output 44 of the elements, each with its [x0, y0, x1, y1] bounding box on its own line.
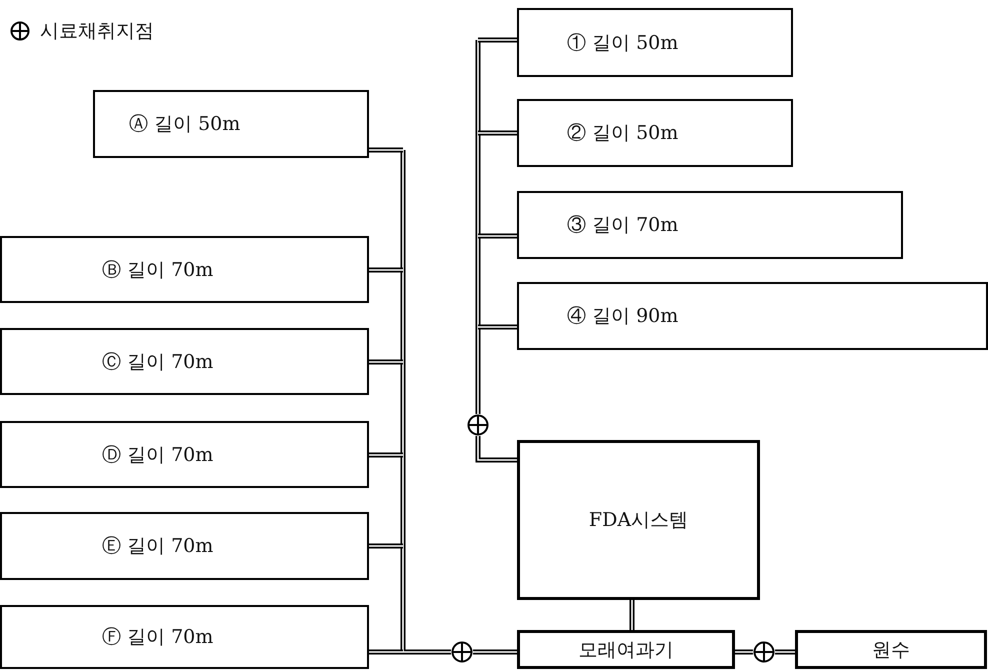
- box-label: 모래여과기: [578, 638, 674, 662]
- box-label: Ⓔ 길이 70m: [102, 534, 214, 559]
- process-box: [517, 99, 793, 167]
- pipe-line: [369, 268, 403, 272]
- box-label: Ⓐ 길이 50m: [129, 112, 240, 137]
- process-box: [517, 8, 793, 77]
- process-box: [795, 630, 987, 669]
- process-box: [517, 282, 988, 350]
- pipe-line: [369, 148, 403, 152]
- pipe-line: [476, 40, 480, 414]
- box-label: Ⓑ 길이 70m: [102, 258, 214, 282]
- pipe-line: [478, 324, 517, 330]
- box-label: Ⓕ 길이 70m: [102, 625, 214, 650]
- pipe-line: [775, 650, 795, 654]
- legend-label: 시료채취지점: [40, 19, 154, 44]
- pipe-line: [630, 600, 634, 630]
- pipe-line: [478, 234, 517, 238]
- process-box: [0, 605, 369, 669]
- process-box: [0, 236, 369, 303]
- pipe-line: [476, 436, 517, 462]
- box-label: ④ 길이 90m: [567, 304, 678, 329]
- box-label: ① 길이 50m: [567, 30, 678, 56]
- box-label: ② 길이 50m: [567, 121, 678, 146]
- pipe-line: [473, 650, 517, 654]
- pipe-line: [478, 38, 517, 42]
- box-label: ③ 길이 70m: [567, 213, 678, 238]
- pipe-line: [369, 650, 403, 654]
- process-box: [517, 440, 760, 600]
- pipe-line: [735, 650, 753, 654]
- process-box: [0, 421, 369, 488]
- process-box: [93, 90, 369, 158]
- process-box: [517, 630, 735, 669]
- box-label: Ⓓ 길이 70m: [102, 442, 214, 468]
- box-label: 원수: [872, 638, 910, 662]
- process-box: [0, 512, 369, 580]
- process-box: [517, 191, 903, 259]
- box-label: Ⓒ 길이 70m: [102, 350, 214, 374]
- pipe-line: [478, 130, 517, 136]
- box-label: FDA시스템: [588, 508, 688, 533]
- pipe-line: [369, 452, 403, 458]
- pipe-line: [400, 150, 451, 654]
- pipe-line: [369, 544, 403, 548]
- process-box: [0, 328, 369, 395]
- pipe-line: [369, 360, 403, 364]
